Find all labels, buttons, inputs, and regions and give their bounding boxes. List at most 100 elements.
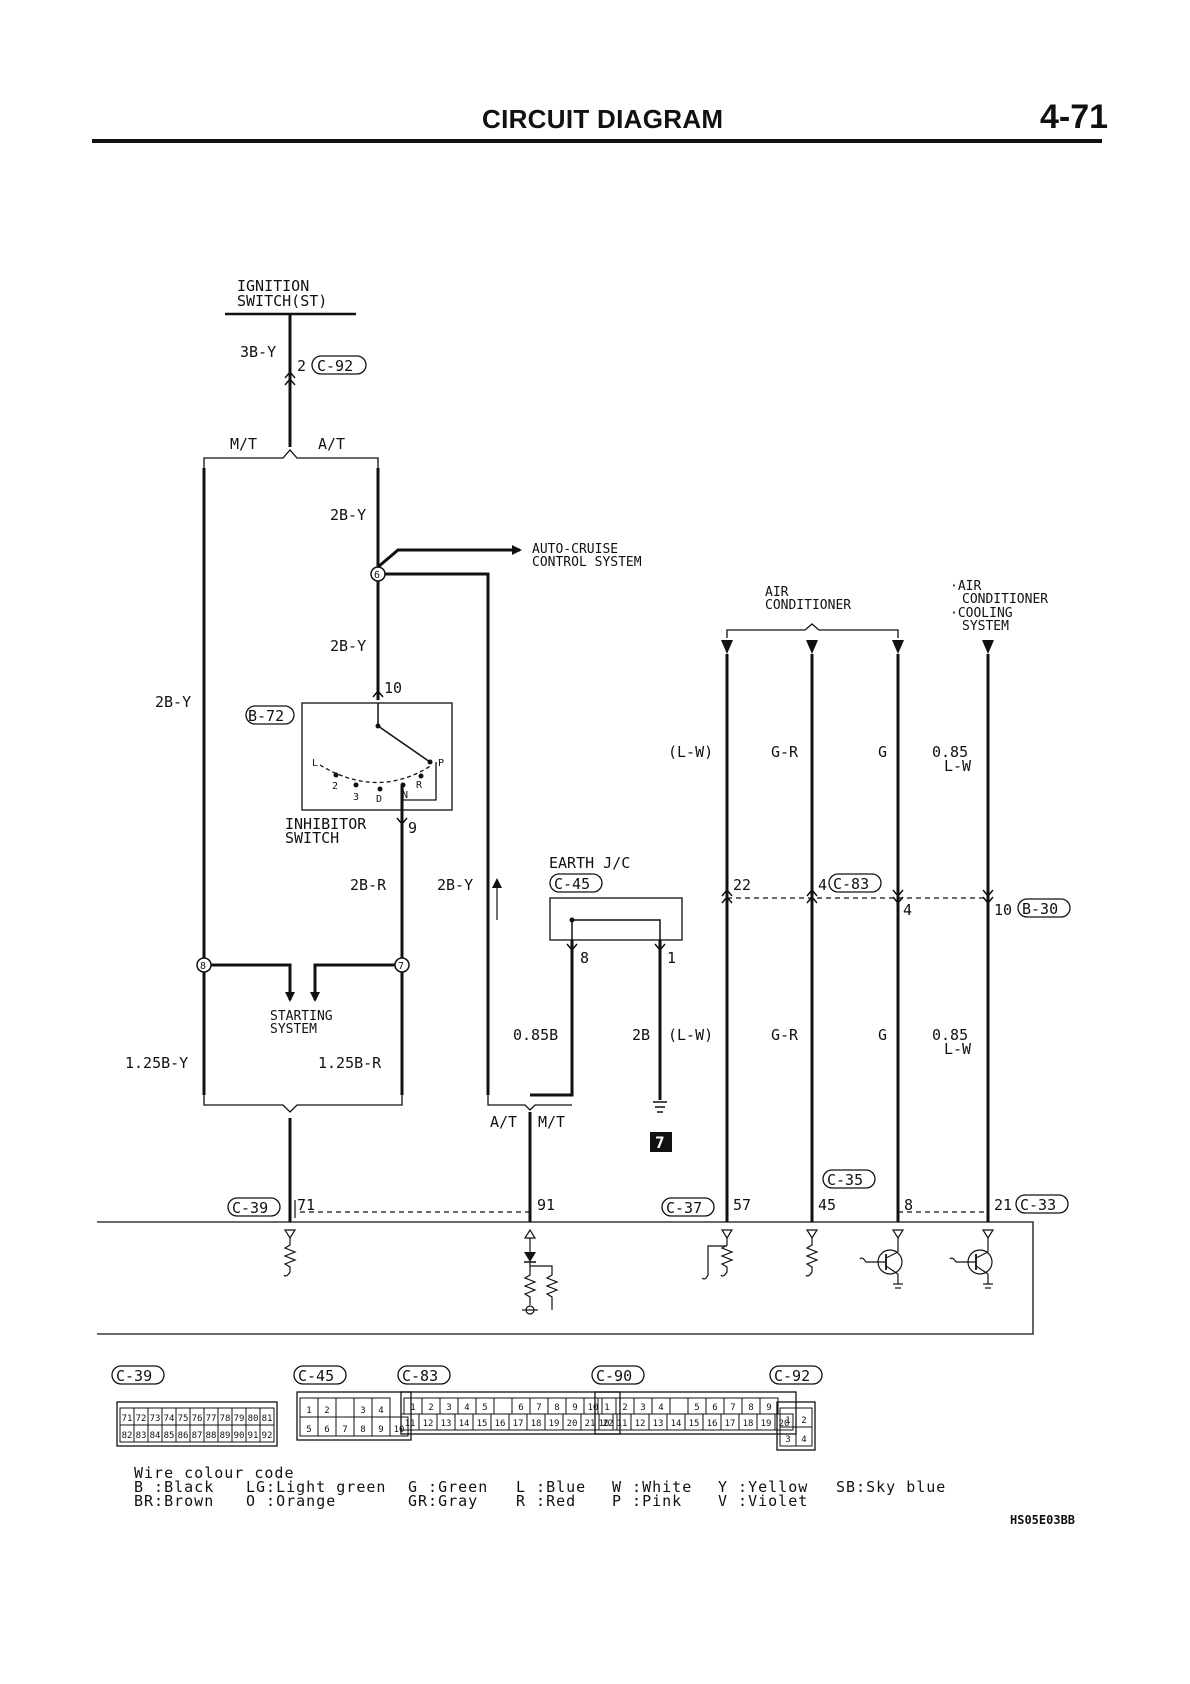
page-number: 4-71 — [1040, 98, 1109, 136]
branch-at-top: A/T — [318, 435, 345, 453]
earth-jc-dot — [569, 917, 575, 923]
wire-label-2b-y-3: 2B-Y — [437, 876, 473, 894]
pin-number: 19 — [761, 1419, 772, 1429]
pin-number: 1 — [410, 1403, 415, 1413]
legend-lg: LG:Light green — [246, 1478, 386, 1496]
connector-mark — [721, 888, 733, 904]
pin-number: 20 — [779, 1419, 790, 1429]
pin-number: 90 — [234, 1431, 245, 1441]
connector-mark — [892, 889, 904, 905]
pin-number: 10 — [599, 1419, 610, 1429]
ecu-internal-91 — [522, 1228, 559, 1315]
legend-r: R :Red — [516, 1492, 576, 1510]
pin-cell — [669, 1397, 689, 1415]
pin-22: 22 — [733, 876, 751, 894]
arrow-head — [982, 640, 994, 654]
air-conditioner-label-2: CONDITIONER — [765, 598, 851, 613]
ecu-internal-71 — [283, 1229, 297, 1277]
pin-number: 71 — [122, 1414, 133, 1424]
connector-housing-c83 — [400, 1391, 621, 1435]
inhibitor-switch-label-2: SWITCH — [285, 829, 339, 847]
shift-pos-3: 3 — [353, 792, 359, 803]
wire-label-l-w-1: (L-W) — [668, 743, 713, 761]
connector-mark — [982, 889, 994, 905]
inhibitor-dot — [427, 759, 433, 765]
pin-number: 88 — [206, 1431, 217, 1441]
connector-c83-label: C-83 — [833, 875, 869, 893]
inhibitor-dot — [353, 782, 359, 788]
connector-b72-label: B-72 — [248, 707, 284, 725]
connector-c45-label: C-45 — [554, 875, 590, 893]
ac-brace — [726, 623, 899, 638]
pin-number: 2 — [801, 1416, 806, 1426]
pin-number: 74 — [164, 1414, 175, 1424]
pin-cell — [389, 1416, 409, 1437]
connector-housing-c92 — [776, 1401, 816, 1451]
wire-label-g-r-2: G-R — [771, 1026, 799, 1044]
wire-label-3b-y: 3B-Y — [240, 343, 276, 361]
wire-label-g-r-1: G-R — [771, 743, 799, 761]
pin-number: 83 — [136, 1431, 147, 1441]
pin-number: 85 — [164, 1431, 175, 1441]
junction-7-label: 7 — [398, 961, 404, 972]
wire-label-l-w-2: L-W — [944, 757, 972, 775]
legend-v: V :Violet — [718, 1492, 808, 1510]
pin-number: 79 — [234, 1414, 245, 1424]
pin-4b: 4 — [903, 901, 912, 919]
pin-number: 6 — [324, 1425, 329, 1435]
connector-c35-label: C-35 — [827, 1171, 863, 1189]
pin-number: 20 — [567, 1419, 578, 1429]
wire-0-85b — [530, 940, 574, 1097]
legend-br: BR:Brown — [134, 1492, 214, 1510]
pinout-c92-label: C-92 — [774, 1367, 810, 1385]
pinout-c45-label: C-45 — [298, 1367, 334, 1385]
pinout-c83-label: C-83 — [402, 1367, 438, 1385]
legend-g: G :Green — [408, 1478, 488, 1496]
pin-21: 21 — [994, 1196, 1012, 1214]
arrow-head — [721, 640, 733, 654]
pin-number: 1 — [604, 1403, 609, 1413]
bottom-brace-left — [203, 1095, 403, 1113]
junction-8-label: 8 — [200, 961, 206, 972]
pinout-c90-tag — [591, 1365, 645, 1385]
auto-cruise-label-2: CONTROL SYSTEM — [532, 555, 642, 570]
connector-mark — [396, 817, 408, 826]
ignition-switch-label-2: SWITCH(ST) — [237, 292, 327, 310]
pin-number: 5 — [694, 1403, 699, 1413]
pin-8b: 8 — [904, 1196, 913, 1214]
connector-c35-tag — [822, 1169, 876, 1189]
shift-pos-l: L — [312, 758, 318, 769]
pin-number: 15 — [689, 1419, 700, 1429]
pin-number: 18 — [531, 1419, 542, 1429]
pin-number: 14 — [671, 1419, 682, 1429]
wire-label-l-w-4: L-W — [944, 1040, 972, 1058]
pin-number: 13 — [441, 1419, 452, 1429]
shift-pos-p: P — [438, 758, 444, 769]
ecu-internal-57 — [701, 1229, 734, 1280]
connector-c39-label: C-39 — [232, 1199, 268, 1217]
pin-number: 8 — [748, 1403, 753, 1413]
ecu-transistor-21 — [949, 1229, 995, 1289]
ac-cooling-label-4: SYSTEM — [962, 619, 1009, 634]
pinout-c90-label: C-90 — [596, 1367, 632, 1385]
pin-number: 6 — [712, 1403, 717, 1413]
pin-number: 7 — [536, 1403, 541, 1413]
pin-number: 76 — [192, 1414, 203, 1424]
pin-number: 22 — [603, 1419, 614, 1429]
connector-b30-label: B-30 — [1022, 900, 1058, 918]
branch-at-bottom: A/T — [490, 1113, 517, 1131]
pin-number: 7 — [342, 1425, 347, 1435]
pin-number: 87 — [192, 1431, 203, 1441]
pin-number: 4 — [378, 1406, 383, 1416]
pin-number: 6 — [518, 1403, 523, 1413]
pin-cell — [259, 1424, 275, 1443]
page-title: CIRCUIT DIAGRAM — [482, 104, 724, 134]
pin-number: 11 — [617, 1419, 628, 1429]
wire-label-0-85b: 0.85B — [513, 1026, 558, 1044]
pin-number: 12 — [635, 1419, 646, 1429]
arrow-head — [892, 640, 904, 654]
pinout-c39-label: C-39 — [116, 1367, 152, 1385]
wire-label-l-w-3: (L-W) — [668, 1026, 713, 1044]
wire-label-1-25b-r: 1.25B-R — [318, 1054, 382, 1072]
pin-number: 73 — [150, 1414, 161, 1424]
